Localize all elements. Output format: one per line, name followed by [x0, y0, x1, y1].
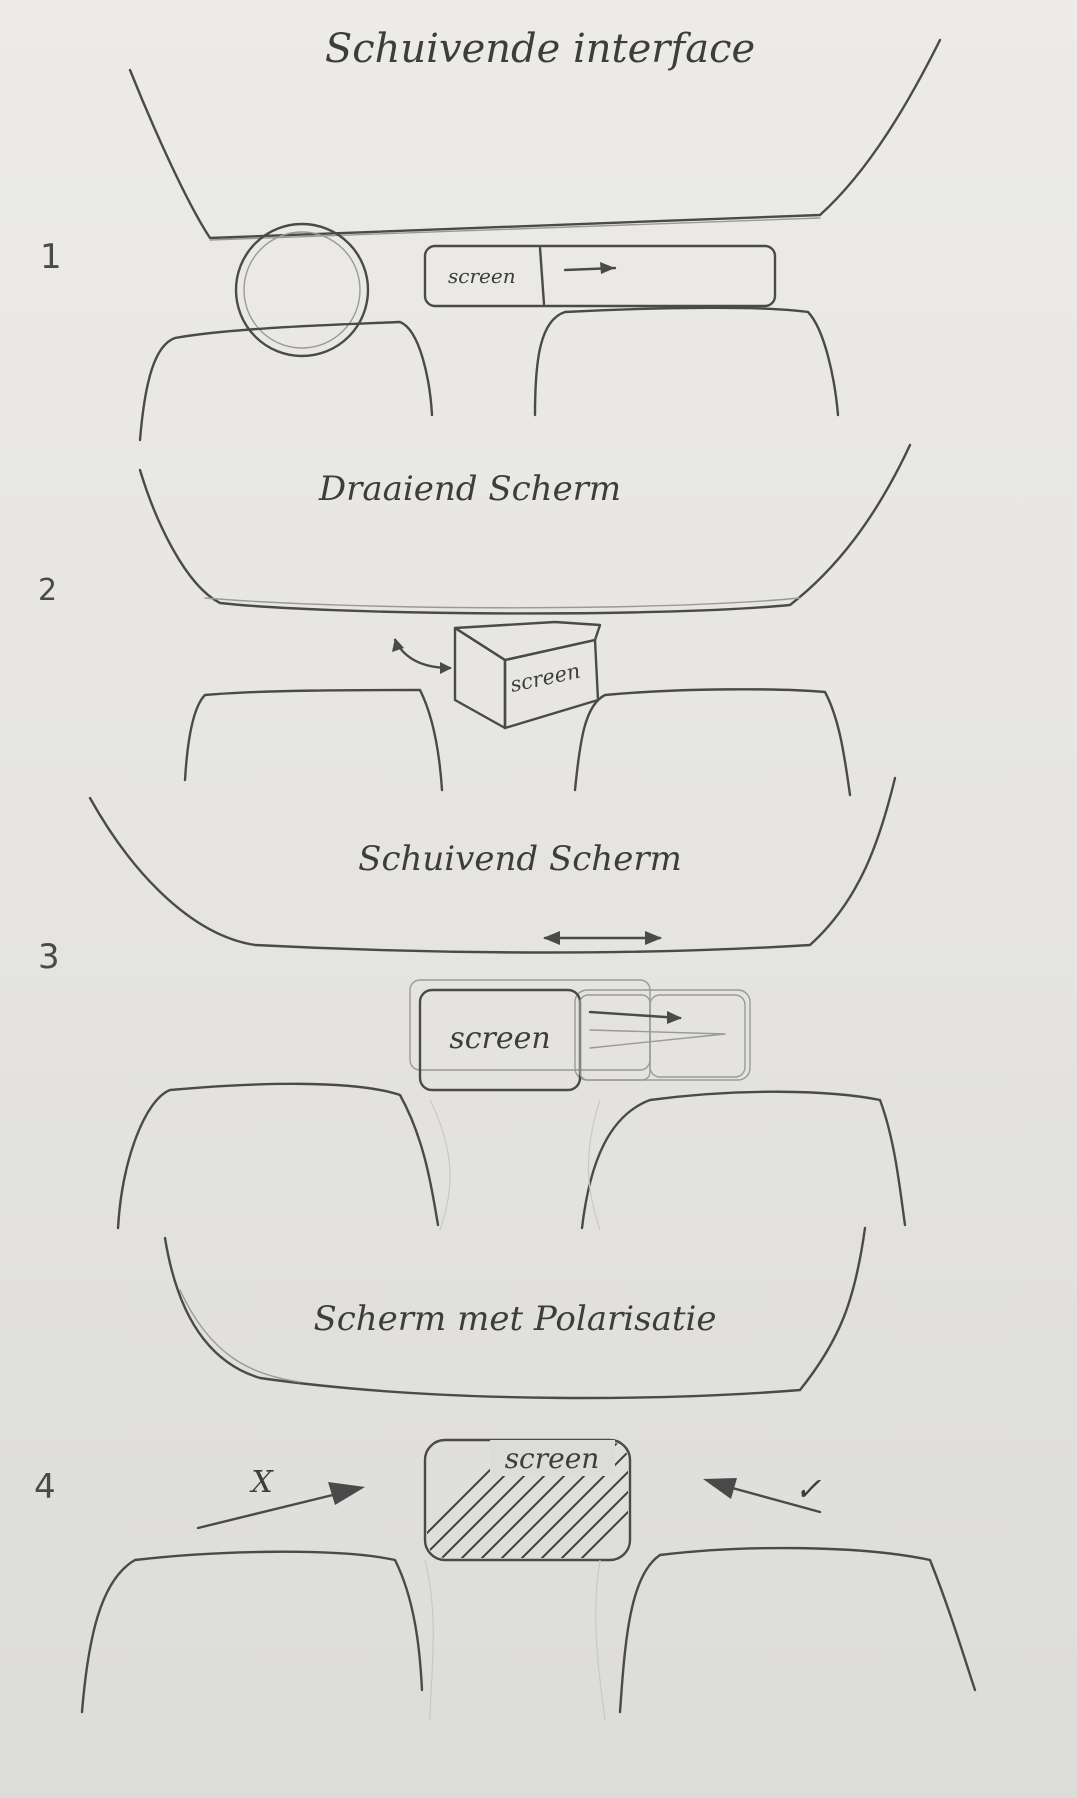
- section-4-left-seat: [80, 1550, 424, 1714]
- section-4-number: 4: [34, 1467, 56, 1507]
- section-4-left-mark: X: [249, 1465, 274, 1500]
- section-3-number: 3: [38, 937, 60, 977]
- section-1-screen-rail: [423, 244, 777, 308]
- section-4-right-seat: [618, 1546, 977, 1714]
- section-3-dashboard: [88, 776, 897, 954]
- section-2-dashboard: [138, 443, 912, 615]
- section-1-right-seat: [533, 306, 840, 417]
- section-2-number: 2: [38, 573, 57, 608]
- section-4-left-arrow: [196, 1490, 347, 1530]
- section-2-screen-label: screen: [508, 659, 582, 697]
- section-1-steering-wheel: [234, 222, 370, 358]
- section-3-right-seat: [580, 1090, 907, 1230]
- section-4: Scherm met Polarisatie 4 screen X ✓: [34, 1226, 977, 1721]
- section-1: 1 screen: [40, 38, 942, 442]
- section-2-heading: Draaiend Scherm: [318, 469, 621, 509]
- section-2-left-seat: [183, 688, 444, 792]
- section-1-number: 1: [40, 237, 62, 277]
- section-3-left-seat: [116, 1082, 440, 1230]
- section-1-dashboard: [128, 38, 942, 240]
- section-4-dashboard: [163, 1226, 867, 1400]
- section-4-screen-label: screen: [505, 1442, 600, 1475]
- section-4-heading: Scherm met Polarisatie: [313, 1299, 716, 1339]
- section-2: Draaiend Scherm 2 screen: [38, 443, 912, 797]
- section-4-right-mark: ✓: [795, 1470, 822, 1508]
- section-2-right-seat: [573, 688, 852, 797]
- section-3: Schuivend Scherm 3 screen: [38, 776, 907, 1231]
- sketch-title: Schuivende interface: [325, 26, 755, 72]
- section-1-screen-label: screen: [448, 264, 516, 288]
- section-3-heading: Schuivend Scherm: [358, 839, 682, 879]
- section-4-right-arrow: [723, 1484, 822, 1514]
- section-3-screen-label: screen: [449, 1021, 550, 1056]
- section-1-left-seat: [138, 320, 434, 442]
